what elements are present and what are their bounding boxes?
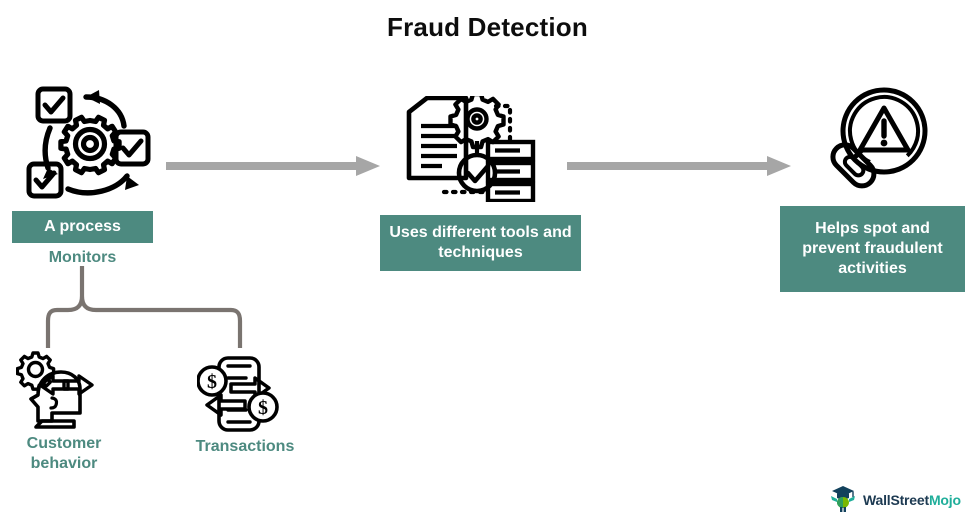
- branch-customer-behavior-label-line-1: Customer: [26, 435, 102, 452]
- process-cycle-gear-checkboxes-icon: [24, 84, 156, 204]
- branch-transactions-label: Transactions: [195, 438, 295, 455]
- stage-1-box-label: A process: [12, 211, 153, 243]
- page-title: Fraud Detection: [387, 12, 588, 42]
- connector-arrow-1: [166, 155, 381, 177]
- wallstreetmojo-bull-mascot-icon: [828, 483, 858, 518]
- branch-customer-behavior-label-line-2: behavior: [30, 454, 98, 472]
- stage-1-sub-label: Monitors: [48, 249, 117, 266]
- logo-text-primary: WallStreet: [863, 492, 929, 508]
- stage-2-box-label: Uses different tools and techniques: [380, 215, 581, 271]
- wallstreetmojo-logo: WallStreetMojo: [828, 483, 968, 517]
- connector-arrow-2: [567, 155, 792, 177]
- money-exchange-dollar-icon: $ $: [196, 356, 279, 432]
- head-gear-arrows-icon: [15, 351, 100, 429]
- branch-customer-behavior-label: Customer behavior: [0, 434, 128, 473]
- svg-text:$: $: [258, 397, 268, 419]
- svg-text:$: $: [207, 371, 217, 393]
- logo-text-secondary: Mojo: [928, 492, 961, 508]
- wallstreetmojo-logo-text: WallStreetMojo: [863, 492, 961, 508]
- magnifier-warning-triangle-icon: [812, 86, 938, 196]
- connector-curly-brace: [44, 263, 254, 351]
- document-gear-database-tools-icon: [400, 91, 536, 204]
- stage-3-box-label: Helps spot and prevent fraudulent activi…: [780, 206, 965, 292]
